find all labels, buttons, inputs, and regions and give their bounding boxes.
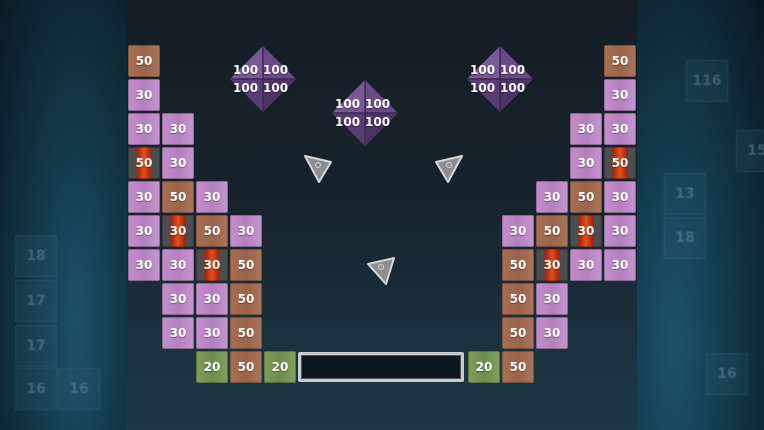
background-number: 13	[664, 173, 706, 215]
brick-fire: 30	[536, 249, 568, 281]
brick-green: 20	[264, 351, 296, 383]
brick-fire: 30	[196, 249, 228, 281]
brick-brown: 50	[162, 181, 194, 213]
brick-purple: 30	[162, 283, 194, 315]
triangle-bumper-icon	[432, 152, 464, 184]
brick-brown: 50	[230, 317, 262, 349]
paddle[interactable]	[298, 352, 464, 382]
diamond-value: 100	[470, 63, 496, 77]
brick-brown: 50	[196, 215, 228, 247]
brick-brown: 50	[502, 283, 534, 315]
diamond-shape	[230, 46, 296, 112]
brick-brown: 50	[128, 45, 160, 77]
background-number: 17	[15, 325, 57, 367]
brick-purple: 30	[604, 113, 636, 145]
diamond-value: 100	[263, 81, 289, 95]
brick-brown: 50	[604, 45, 636, 77]
background-number: 16	[58, 368, 100, 410]
brick-brown: 50	[230, 351, 262, 383]
diamond-shape	[332, 80, 398, 146]
diamond-shape	[467, 46, 533, 112]
brick-fire: 30	[570, 215, 602, 247]
brick-purple: 30	[196, 283, 228, 315]
brick-brown: 50	[536, 215, 568, 247]
background-number: 15	[736, 130, 764, 172]
diamond-value: 100	[233, 81, 259, 95]
background-number: 116	[686, 60, 728, 102]
diamond-value: 100	[365, 97, 391, 111]
brick-fire: 50	[604, 147, 636, 179]
diamond-value: 100	[263, 63, 289, 77]
diamond-value: 100	[335, 97, 361, 111]
background-number: 16	[706, 353, 748, 395]
brick-purple: 30	[536, 317, 568, 349]
brick-brown: 50	[230, 249, 262, 281]
brick-purple: 30	[162, 317, 194, 349]
background-number: 17	[15, 280, 57, 322]
diamond-block: 100 100 100 100	[467, 46, 533, 112]
diamond-value: 100	[470, 81, 496, 95]
brick-purple: 30	[230, 215, 262, 247]
brick-brown: 50	[502, 249, 534, 281]
brick-purple: 30	[162, 147, 194, 179]
brick-purple: 30	[196, 181, 228, 213]
brick-purple: 30	[604, 181, 636, 213]
brick-purple: 30	[162, 113, 194, 145]
brick-purple: 30	[128, 79, 160, 111]
brick-purple: 30	[502, 215, 534, 247]
brick-purple: 30	[196, 317, 228, 349]
brick-purple: 30	[570, 147, 602, 179]
brick-purple: 30	[162, 249, 194, 281]
brick-purple: 30	[128, 249, 160, 281]
brick-green: 20	[468, 351, 500, 383]
brick-green: 20	[196, 351, 228, 383]
background-number: 18	[664, 217, 706, 259]
brick-brown: 50	[570, 181, 602, 213]
brick-purple: 30	[128, 215, 160, 247]
brick-purple: 30	[536, 283, 568, 315]
diamond-block: 100 100 100 100	[332, 80, 398, 146]
brick-purple: 30	[128, 181, 160, 213]
diamond-value: 100	[500, 81, 526, 95]
brick-brown: 50	[502, 317, 534, 349]
background-number: 16	[15, 368, 57, 410]
brick-fire: 30	[162, 215, 194, 247]
diamond-value: 100	[500, 63, 526, 77]
diamond-value: 100	[335, 115, 361, 129]
brick-purple: 30	[570, 249, 602, 281]
brick-purple: 30	[604, 215, 636, 247]
brick-fire: 50	[128, 147, 160, 179]
brick-purple: 30	[604, 249, 636, 281]
brick-purple: 30	[536, 181, 568, 213]
diamond-value: 100	[365, 115, 391, 129]
brick-brown: 50	[502, 351, 534, 383]
brick-purple: 30	[604, 79, 636, 111]
diamond-value: 100	[233, 63, 259, 77]
background-number: 18	[15, 235, 57, 277]
triangle-bumper-icon	[301, 152, 333, 184]
brick-purple: 30	[128, 113, 160, 145]
brick-purple: 30	[570, 113, 602, 145]
diamond-block: 100 100 100 100	[230, 46, 296, 112]
brick-brown: 50	[230, 283, 262, 315]
triangle-bumper-icon	[364, 254, 396, 286]
